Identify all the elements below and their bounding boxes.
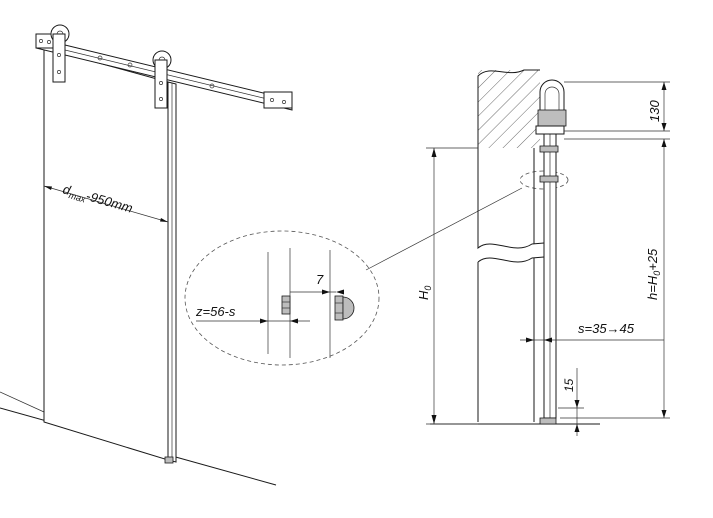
- bolt-icon: [47, 40, 51, 44]
- rail-end-stop-right: [263, 91, 293, 109]
- arrow-head: [44, 186, 52, 190]
- door-front-face: [43, 47, 169, 461]
- door-width-dimension: [43, 185, 169, 223]
- bolt-icon: [127, 62, 133, 68]
- dim-h0-label: H0: [416, 286, 433, 300]
- detail-source-ellipse: [519, 170, 569, 190]
- door-break-top: [477, 148, 557, 250]
- detail-callout: 7 z=56-s: [184, 170, 569, 366]
- arrow-head: [574, 424, 580, 432]
- roller-hanger-right: [152, 50, 172, 109]
- dim-7-label: 7: [316, 272, 324, 287]
- arrow-head: [661, 123, 667, 131]
- bolt-icon: [282, 100, 286, 104]
- arrow-head: [574, 400, 580, 408]
- bolt-icon: [270, 98, 274, 102]
- arrow-head: [336, 289, 344, 295]
- arrow-head: [544, 337, 552, 343]
- bolt-icon: [539, 145, 559, 153]
- dim-15-label: 15: [562, 378, 576, 392]
- door-perspective-view: dmax-950mm: [0, 24, 293, 486]
- roller-wheel: [539, 79, 565, 119]
- leader-line: [365, 187, 523, 271]
- cap-nut-icon: [334, 295, 344, 321]
- roller-hanger-left: [50, 24, 70, 83]
- wall-base-line: [0, 391, 45, 413]
- bolt-icon: [97, 55, 103, 61]
- floor-guide: [164, 456, 174, 464]
- arrow-head: [322, 289, 330, 295]
- detail-ellipse: [184, 230, 380, 366]
- arrow-head: [431, 415, 437, 424]
- arrow-head: [661, 82, 667, 90]
- door-break-bottom: [477, 255, 557, 263]
- bolt-icon: [39, 39, 43, 43]
- rail-bracket: [535, 125, 565, 135]
- arrow-head: [661, 139, 667, 147]
- arrow-head: [526, 337, 534, 343]
- arrow-head: [260, 318, 268, 324]
- cap-dome: [342, 296, 355, 320]
- arrow-head: [431, 148, 437, 157]
- dim-s-label: s=35→45: [578, 321, 635, 336]
- roller-inner: [544, 86, 560, 116]
- dim-h-label: h=H0+25: [645, 248, 662, 300]
- rail-profile: [537, 109, 567, 127]
- arrow-head: [160, 218, 168, 222]
- dim-z-label: z=56-s: [195, 304, 236, 319]
- bolt-icon: [209, 83, 215, 89]
- section-view: H0 130 h=H0+25 s=35→45 15: [416, 69, 670, 436]
- floor-guide: [539, 417, 557, 425]
- arrow-head: [290, 318, 298, 324]
- arrow-head: [661, 410, 667, 418]
- bolt-icon: [539, 175, 559, 183]
- dim-130-label: 130: [647, 100, 662, 122]
- wall-hatch: [478, 70, 540, 148]
- nut-icon: [281, 295, 291, 315]
- wall-outline: [477, 69, 540, 148]
